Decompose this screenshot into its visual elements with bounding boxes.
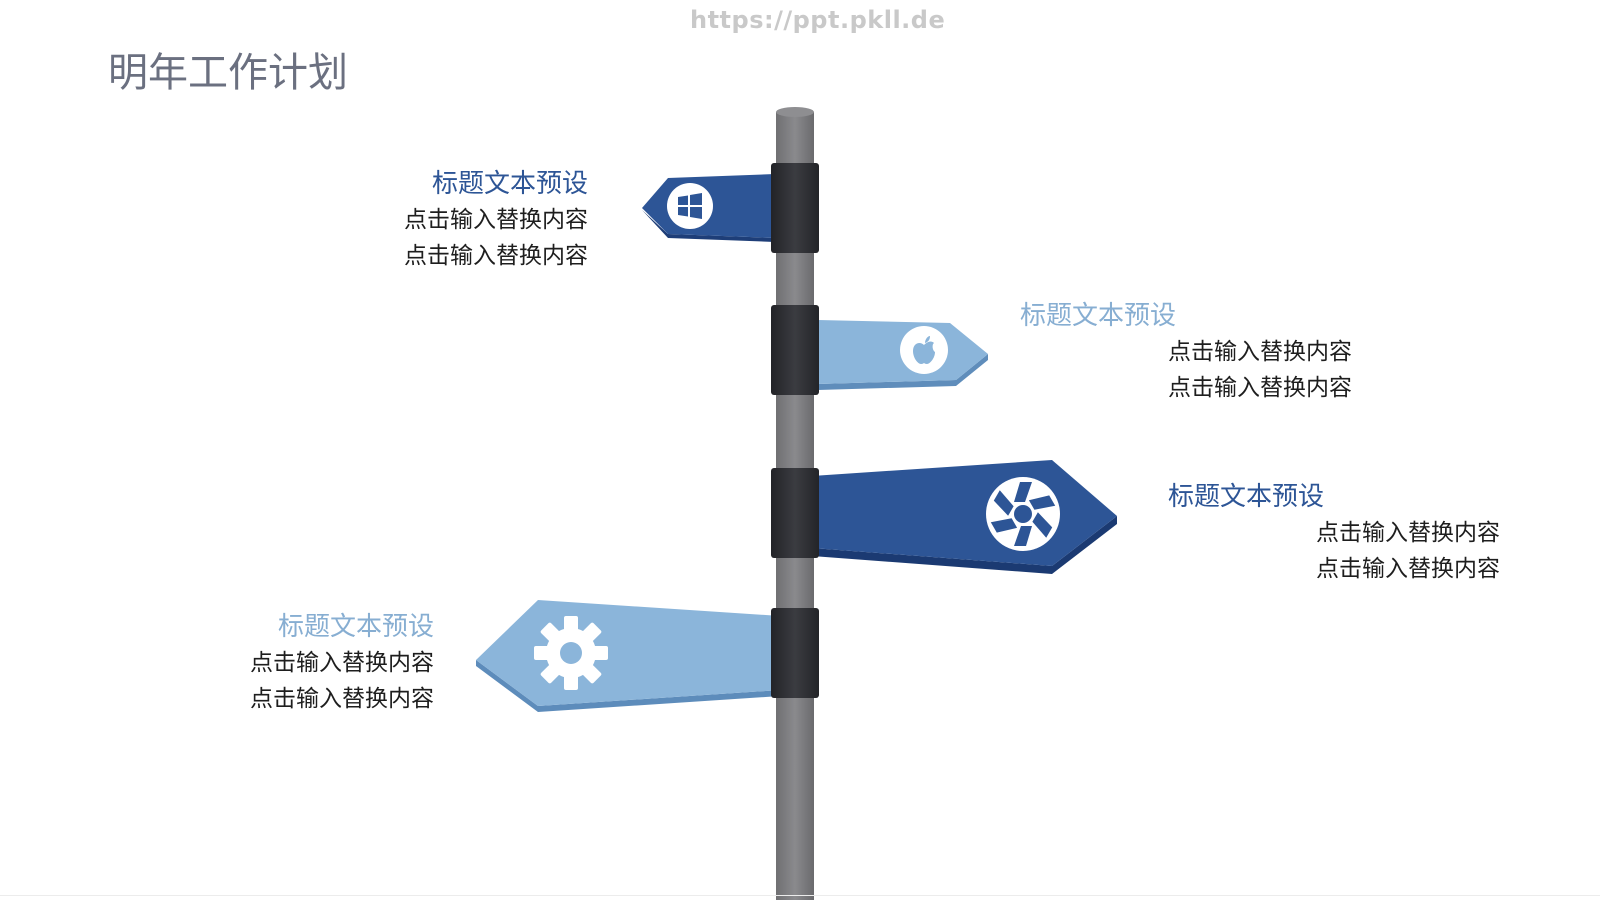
sign-arrow-2 bbox=[771, 305, 988, 395]
pole-band-3 bbox=[771, 468, 819, 558]
sign-text-3: 标题文本预设 点击输入替换内容 点击输入替换内容 bbox=[1168, 479, 1528, 587]
sign-text-1: 标题文本预设 点击输入替换内容 点击输入替换内容 bbox=[330, 166, 588, 274]
sign-arrow-3 bbox=[771, 460, 1117, 574]
slide-bottom-divider bbox=[0, 895, 1600, 896]
sign-title-1: 标题文本预设 bbox=[431, 169, 588, 199]
sign-title-4: 标题文本预设 bbox=[277, 612, 434, 642]
sign-title-2: 标题文本预设 bbox=[1020, 301, 1177, 331]
sign-line-3a: 点击输入替换内容 bbox=[1316, 520, 1500, 546]
pole-band-4 bbox=[771, 608, 819, 698]
sign-line-1b: 点击输入替换内容 bbox=[404, 243, 588, 269]
pole-band-1 bbox=[771, 163, 819, 253]
windows-icon bbox=[667, 183, 713, 229]
page-title: 明年工作计划 bbox=[108, 50, 348, 96]
sign-line-1a: 点击输入替换内容 bbox=[404, 207, 588, 233]
sign-line-2a: 点击输入替换内容 bbox=[1168, 339, 1352, 365]
sign-arrow-4 bbox=[476, 600, 819, 712]
sign-title-3: 标题文本预设 bbox=[1168, 482, 1325, 512]
sign-text-2: 标题文本预设 点击输入替换内容 点击输入替换内容 bbox=[1020, 298, 1380, 406]
sign-line-2b: 点击输入替换内容 bbox=[1168, 375, 1352, 401]
sign-line-4a: 点击输入替换内容 bbox=[250, 650, 434, 676]
gear-icon bbox=[534, 616, 608, 690]
pole-band-2 bbox=[771, 305, 819, 395]
sign-line-3b: 点击输入替换内容 bbox=[1316, 556, 1500, 582]
sign-line-4b: 点击输入替换内容 bbox=[250, 686, 434, 712]
watermark: https://ppt.pkll.de bbox=[690, 6, 946, 34]
apple-icon bbox=[900, 326, 948, 374]
sign-arrow-1 bbox=[642, 163, 819, 253]
camera-aperture-icon bbox=[986, 477, 1060, 551]
sign-text-4: 标题文本预设 点击输入替换内容 点击输入替换内容 bbox=[176, 609, 434, 717]
